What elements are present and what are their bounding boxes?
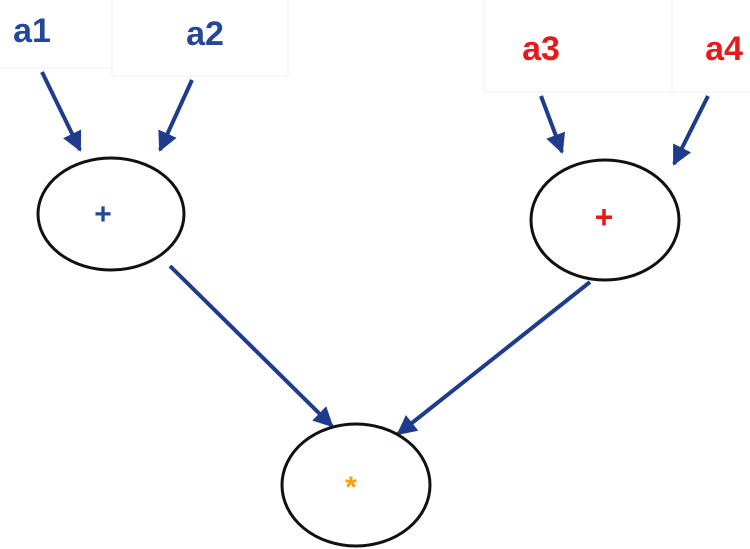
input-box-a1 bbox=[0, 0, 113, 69]
input-label-a2: a2 bbox=[186, 15, 224, 53]
input-box-a4 bbox=[671, 0, 750, 93]
operation-node-multiply bbox=[280, 422, 432, 548]
input-label-a4: a4 bbox=[705, 30, 743, 68]
edge-a1-to-add-left bbox=[40, 71, 82, 152]
operation-node-add-right bbox=[529, 158, 681, 282]
edge-add-left-to-multiply bbox=[168, 264, 334, 428]
input-label-a3: a3 bbox=[522, 30, 560, 68]
operation-symbol-add-right: + bbox=[595, 199, 614, 235]
edge-a4-to-add-right bbox=[672, 95, 710, 166]
edge-a3-to-add-right bbox=[539, 95, 566, 154]
input-box-a3 bbox=[483, 0, 673, 93]
operation-node-add-left bbox=[36, 156, 186, 272]
input-box-a2 bbox=[111, 0, 289, 77]
input-label-a1: a1 bbox=[13, 12, 51, 50]
operation-symbol-add-left: + bbox=[94, 198, 112, 231]
operation-symbol-multiply: * bbox=[345, 471, 357, 504]
edge-a2-to-add-left bbox=[158, 79, 194, 152]
edge-add-right-to-multiply bbox=[396, 280, 592, 436]
